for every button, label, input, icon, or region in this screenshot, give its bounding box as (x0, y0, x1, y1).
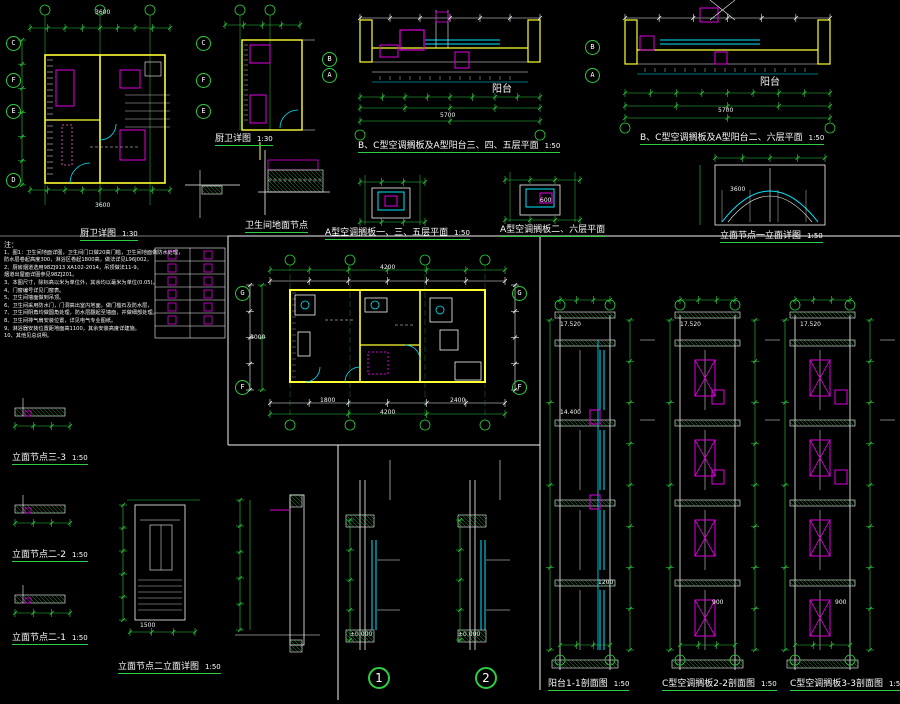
axis-bubble-b2: B (585, 40, 600, 55)
axis-bubble-f4: F (512, 380, 527, 395)
notes-line: 5、卫生间墙面做到吊顶。 (4, 295, 65, 302)
notes-line: 3、本图尺寸，除标高以米为单位外，其余均以毫米为单位(0.05)。 (4, 279, 158, 286)
drawing-linework (12, 0, 895, 670)
dim-label: 1800 (320, 397, 336, 404)
dim-label: 3600 (95, 202, 111, 209)
elev-label: 17.520 (560, 321, 581, 328)
elev-label: 17.520 (680, 321, 701, 328)
dim-label: 3600 (730, 186, 746, 193)
axis-bubble-c: C (6, 36, 21, 51)
notes-line: 烟道出屋面详图参见98ZJ201。 (4, 272, 78, 279)
elev-label: ±0.000 (350, 631, 373, 638)
axis-bubble-c2: C (196, 36, 211, 51)
notes-line: 1、图1：卫生间地面详图，卫生间门口做20高门槛，卫生间地面做防水处理， (4, 249, 184, 256)
axis-bubble-e2: E (196, 104, 211, 119)
elev-label: ±0.000 (458, 631, 481, 638)
notes-line: 防水层卷起高度300，淋浴区卷起1800高，做法详见L96J002。 (4, 257, 152, 264)
axis-bubble-f3: F (235, 380, 250, 395)
title-a-ac-board-26: A型空调搁板二、六层平面 (500, 225, 606, 237)
dim-label: 1200 (598, 579, 614, 586)
dim-label: 900 (835, 599, 847, 606)
notes-line: 7、卫生间阴角均做圆角处理，防水层翻起至墙面，并做细部处理。 (4, 310, 158, 317)
axis-bubble-f2: F (196, 73, 211, 88)
axis-bubble-e: E (6, 104, 21, 119)
notes-line: 2、厨房烟道选用98ZJ913 XA102-2014，吊顶做法11-9， (4, 264, 142, 271)
dim-label: 1500 (140, 622, 156, 629)
axis-bubble-d: D (6, 173, 21, 188)
dim-label: 900 (712, 599, 724, 606)
room-label-balcony-2: 阳台 (760, 77, 780, 88)
axis-bubble-g: G (235, 286, 250, 301)
notes-line: 9、淋浴器安装位置距地面高1100，其余安装高度详建施。 (4, 325, 140, 332)
dim-label: 2400 (450, 397, 466, 404)
notes-block: 注： 1、图1：卫生间地面详图，卫生间门口做20高门槛，卫生间地面做防水处理， … (4, 241, 184, 341)
dim-label: 4200 (380, 264, 396, 271)
axis-bubble-a: A (322, 68, 337, 83)
axis-bubble-b: B (322, 52, 337, 67)
elev-label: 17.520 (800, 321, 821, 328)
dim-label: 3600 (95, 9, 111, 16)
dim-label: 5700 (440, 112, 456, 119)
dim-label: 4200 (380, 409, 396, 416)
notes-line: 4、门窗编号详见门窗表。 (4, 287, 65, 294)
axis-bubble-a2: A (585, 68, 600, 83)
title-toilet-floor-node: 卫生间地面节点 (245, 221, 309, 233)
notes-line: 8、卫生间排气扇安装位置，详见电气专业图纸。 (4, 317, 117, 324)
elev-label: 14.400 (560, 409, 581, 416)
section-marker-2: 2 (475, 667, 497, 689)
dim-label: 600 (540, 197, 552, 204)
axis-bubble-f: F (6, 73, 21, 88)
notes-heading: 注： (4, 241, 18, 249)
room-label-balcony-1: 阳台 (492, 84, 512, 95)
notes-line: 6、卫生间采用防水门，门洞高出室内地面，做门槛石及防水层， (4, 302, 153, 309)
notes-line: 10、其他见总说明。 (4, 333, 53, 340)
section-marker-1: 1 (368, 667, 390, 689)
dim-label: 5700 (718, 107, 734, 114)
dim-label: 3000 (250, 334, 266, 341)
axis-bubble-g2: G (512, 286, 527, 301)
